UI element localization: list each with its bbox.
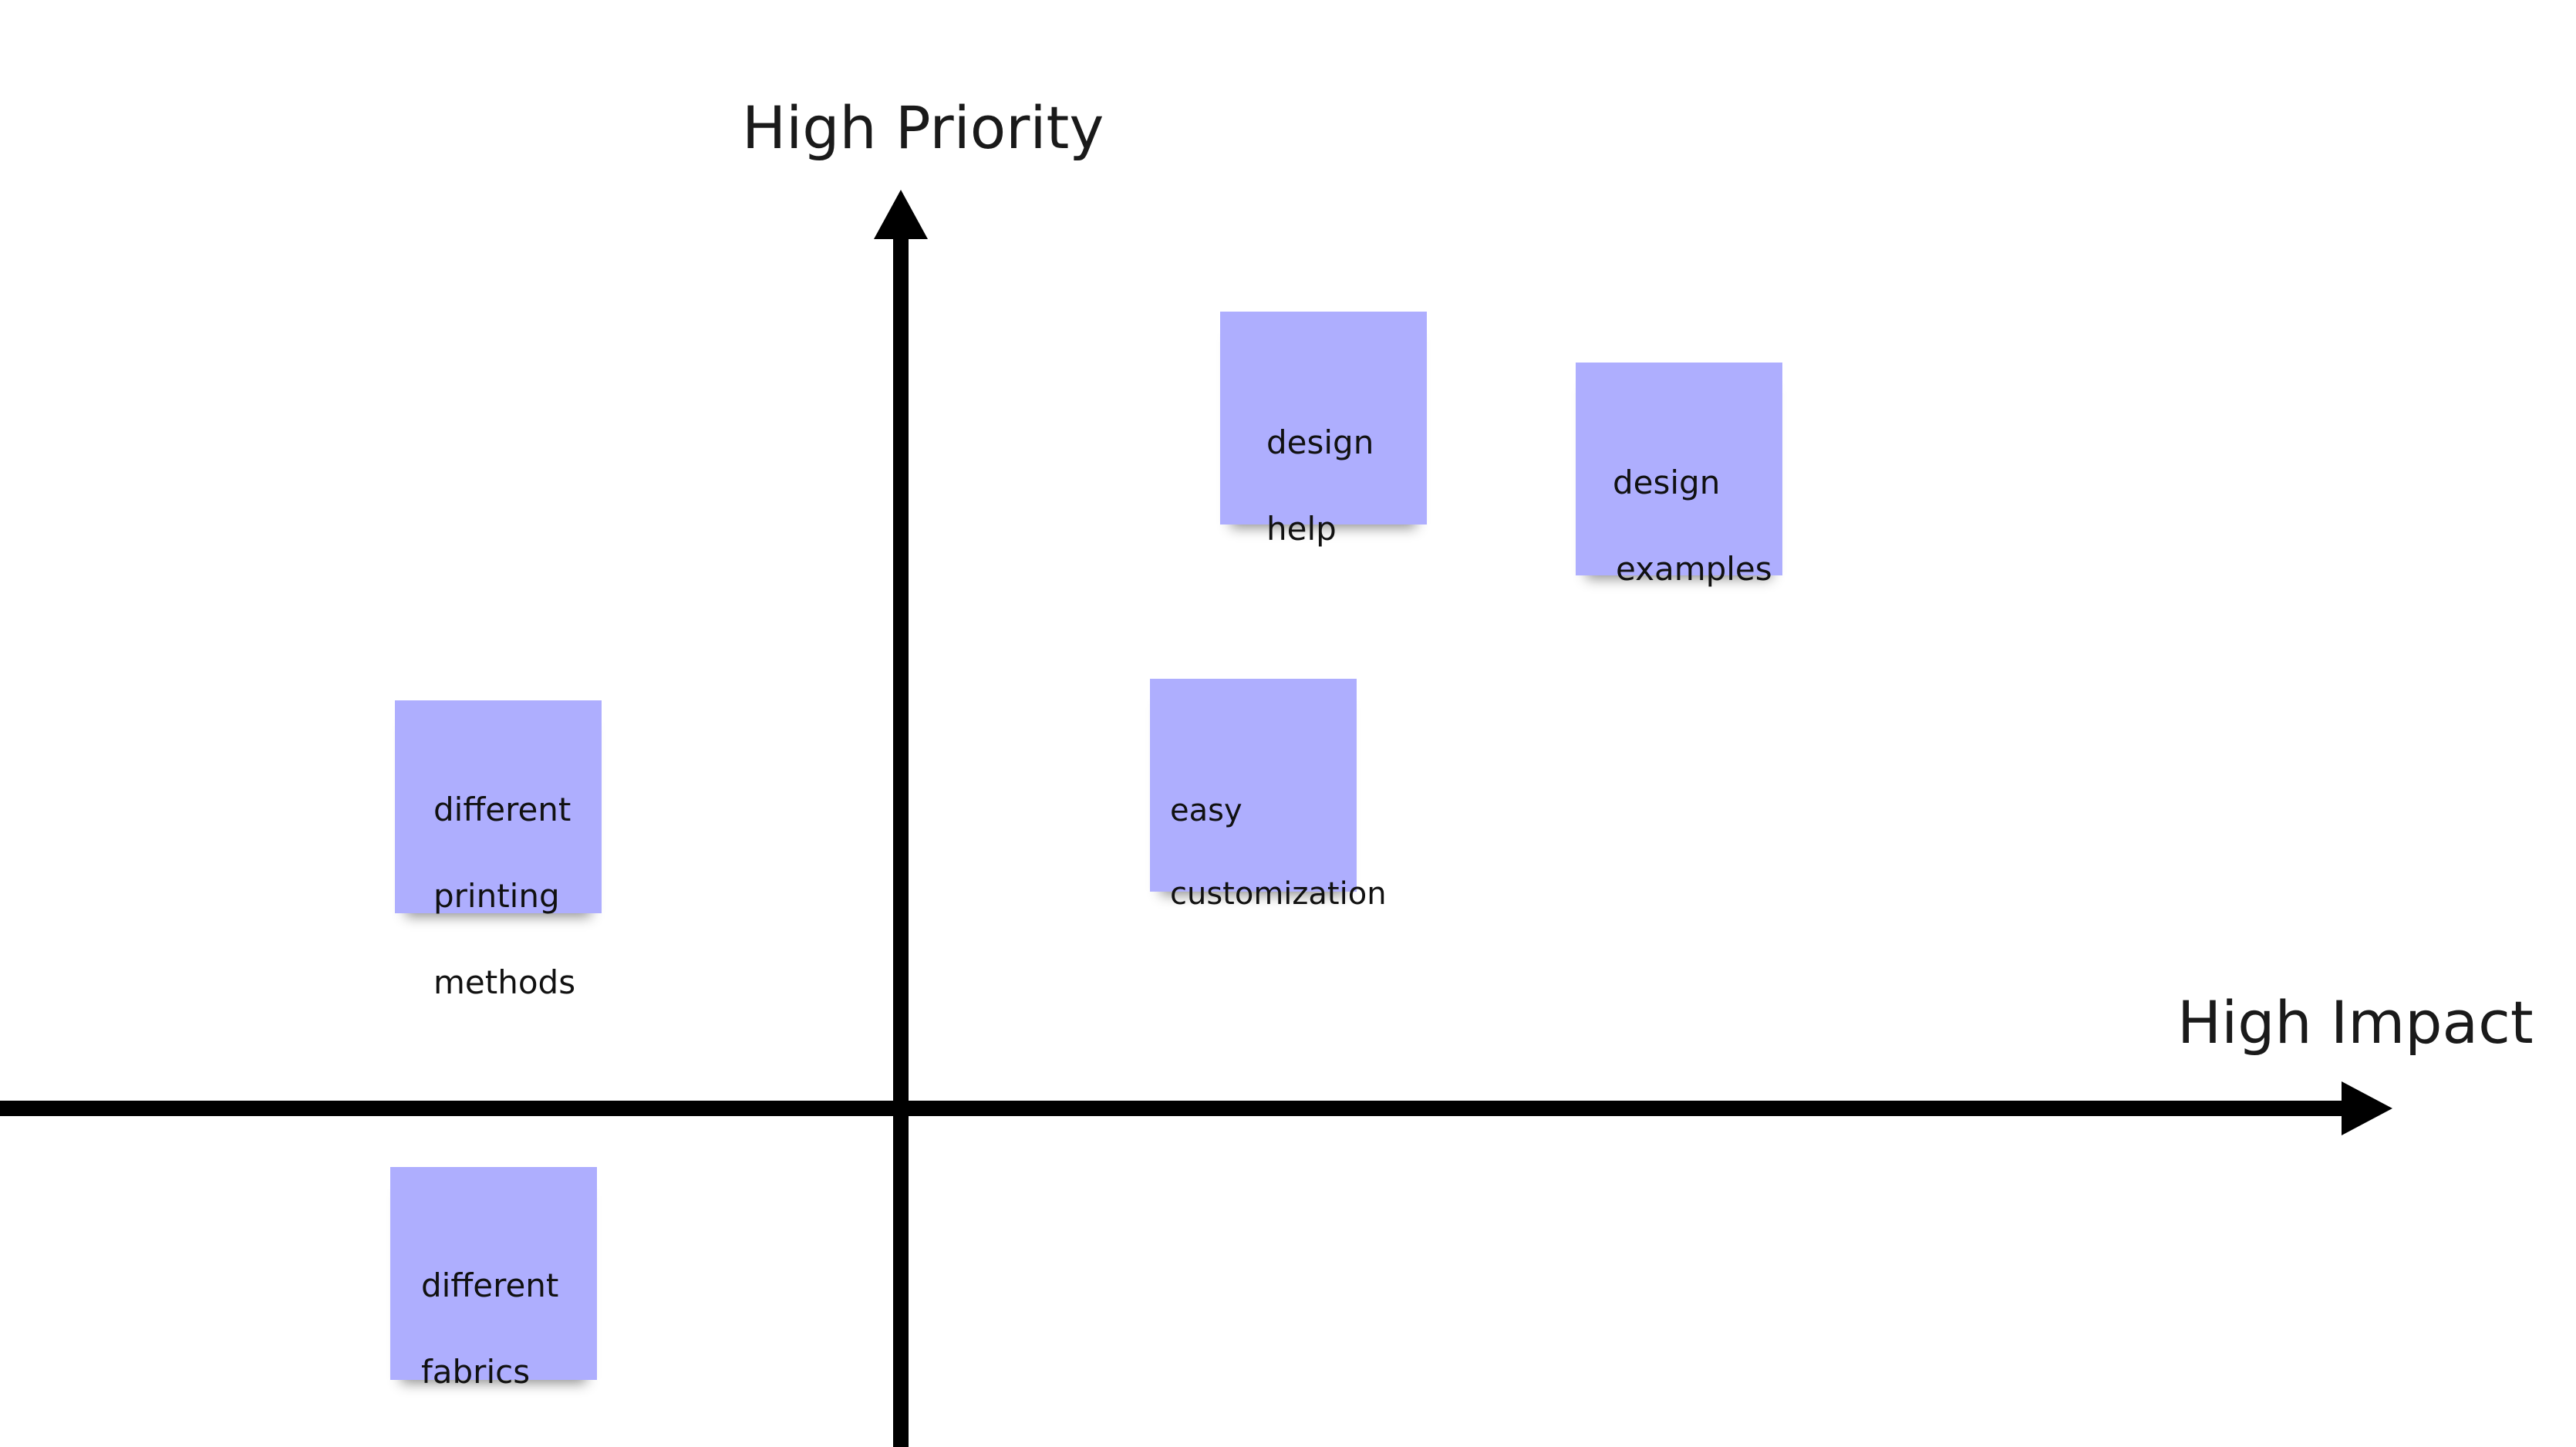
note-line: methods: [433, 963, 576, 1001]
y-axis-label: High Priority: [742, 93, 1104, 162]
note-line: help: [1266, 510, 1337, 548]
sticky-note-design-examples[interactable]: design examples: [1576, 363, 1782, 588]
note-line: different: [433, 791, 572, 828]
note-line: printing: [433, 877, 560, 915]
sticky-note-different-printing-methods[interactable]: different printing methods: [395, 700, 602, 1001]
note-line: easy: [1170, 793, 1242, 828]
y-axis-arrowhead: [874, 190, 928, 239]
note-line: design: [1613, 464, 1721, 501]
note-line: examples: [1616, 550, 1772, 588]
sticky-note-easy-customization[interactable]: easy customization: [1150, 679, 1387, 912]
note-line: design: [1266, 423, 1374, 461]
note-line: different: [421, 1267, 559, 1304]
note-line: fabrics: [421, 1353, 531, 1391]
x-axis-label: High Impact: [2177, 988, 2534, 1057]
x-axis-arrowhead: [2342, 1081, 2392, 1135]
note-line: customization: [1170, 876, 1387, 912]
sticky-note-design-help[interactable]: design help: [1220, 312, 1427, 548]
sticky-note-different-fabrics[interactable]: different fabrics: [390, 1167, 597, 1391]
